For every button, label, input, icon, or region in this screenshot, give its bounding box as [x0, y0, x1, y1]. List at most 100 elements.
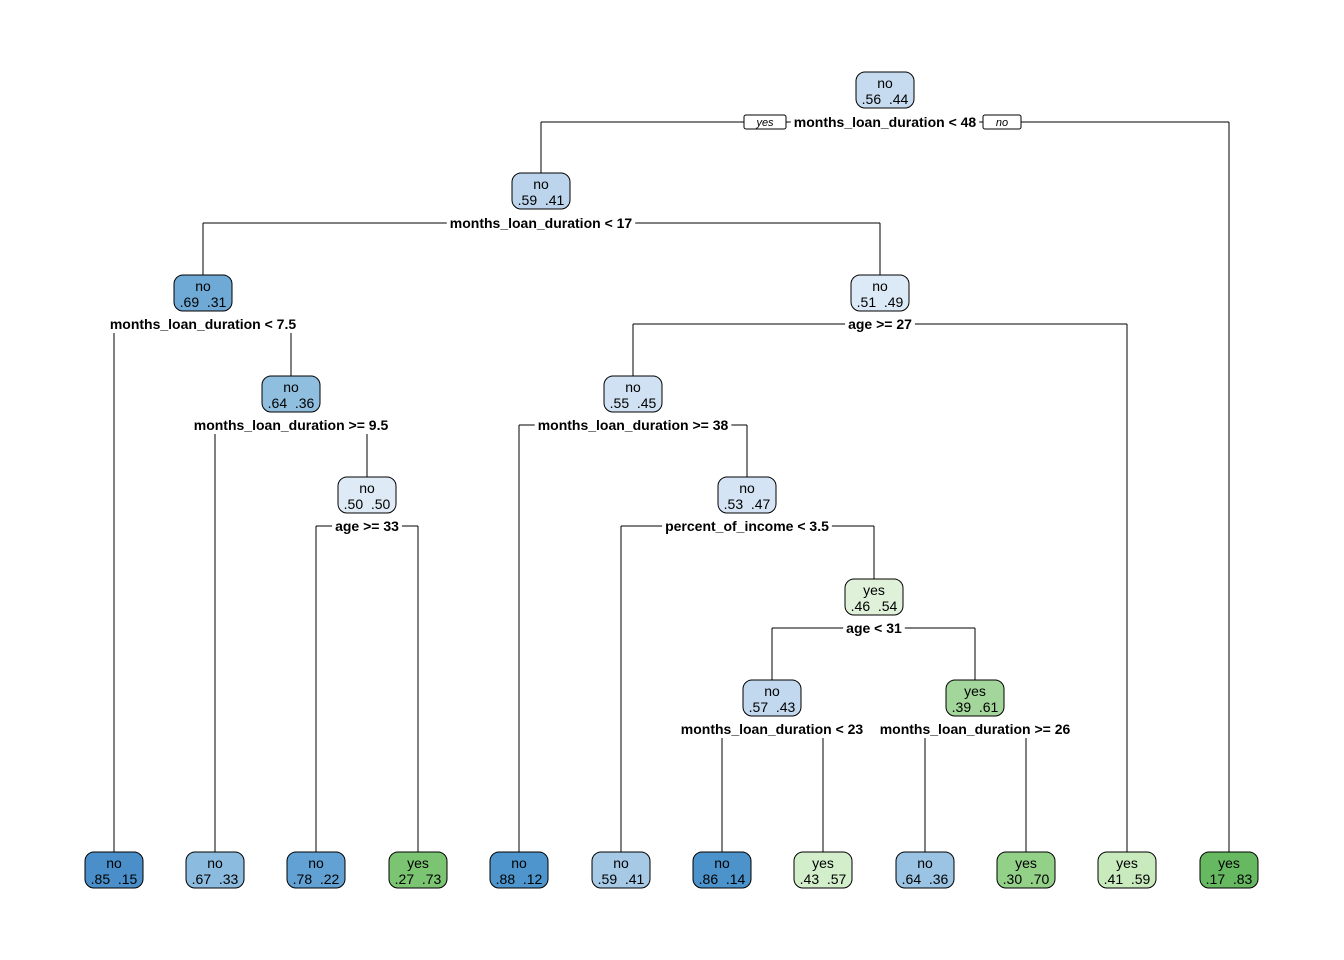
node-class-label: no: [106, 855, 122, 871]
node-class-label: yes: [1218, 855, 1240, 871]
leaf-node-l174: no.64 .36: [895, 851, 955, 889]
node-box: [388, 851, 448, 889]
edge-tag-right-box: [982, 114, 1022, 130]
node-probabilities: .59 .41: [518, 192, 565, 208]
tree-node-n9: no.64 .36: [261, 375, 321, 413]
leaf-node-l39: yes.27 .73: [388, 851, 448, 889]
node-class-label: no: [359, 480, 375, 496]
root-edge-tags: yes no: [743, 114, 1022, 130]
node-box: [261, 375, 321, 413]
node-probabilities: .51 .49: [857, 294, 904, 310]
node-box: [945, 679, 1005, 717]
node-class-label: no: [877, 75, 893, 91]
node-box: [1199, 851, 1259, 889]
split-label-s5: age >= 27: [848, 316, 912, 332]
tree-node-n21: no.53 .47: [717, 476, 777, 514]
node-box: [844, 578, 904, 616]
node-box: [286, 851, 346, 889]
node-probabilities: .86 .14: [699, 871, 746, 887]
node-class-label: no: [714, 855, 730, 871]
node-class-label: yes: [964, 683, 986, 699]
leaf-node-l3: yes.17 .83: [1199, 851, 1259, 889]
edge-tag-left: yes: [755, 117, 774, 129]
node-box: [850, 274, 910, 312]
node-box: [173, 274, 233, 312]
tree-node-n2: no.59 .41: [511, 172, 571, 210]
node-box: [84, 851, 144, 889]
leaf-node-l8: no.85 .15: [84, 851, 144, 889]
node-probabilities: .69 .31: [180, 294, 227, 310]
tree-node-n10: no.55 .45: [603, 375, 663, 413]
node-class-label: no: [613, 855, 629, 871]
node-probabilities: .85 .15: [91, 871, 138, 887]
node-class-label: no: [764, 683, 780, 699]
split-label-s2: months_loan_duration < 17: [450, 215, 633, 231]
node-probabilities: .57 .43: [749, 699, 796, 715]
node-probabilities: .41 .59: [1104, 871, 1151, 887]
node-probabilities: .88 .12: [496, 871, 543, 887]
node-probabilities: .56 .44: [862, 91, 909, 107]
split-label-s21: percent_of_income < 3.5: [665, 518, 829, 534]
tree-node-n86: no.57 .43: [742, 679, 802, 717]
tree-node-n1: no.56 .44: [855, 71, 915, 109]
node-probabilities: .39 .61: [952, 699, 999, 715]
node-probabilities: .64 .36: [268, 395, 315, 411]
node-box: [793, 851, 853, 889]
node-probabilities: .50 .50: [344, 496, 391, 512]
node-box: [742, 679, 802, 717]
node-class-label: no: [872, 278, 888, 294]
node-box: [895, 851, 955, 889]
node-probabilities: .17 .83: [1206, 871, 1253, 887]
split-label-s19: age >= 33: [335, 518, 399, 534]
node-class-label: yes: [407, 855, 429, 871]
node-class-label: no: [739, 480, 755, 496]
node-box: [511, 172, 571, 210]
tree-node-n4: no.69 .31: [173, 274, 233, 312]
tree-node-n43: yes.46 .54: [844, 578, 904, 616]
split-label-s10: months_loan_duration >= 38: [538, 417, 729, 433]
tree-node-n5: no.51 .49: [850, 274, 910, 312]
node-class-label: no: [207, 855, 223, 871]
node-class-label: yes: [812, 855, 834, 871]
node-box: [337, 476, 397, 514]
split-labels: months_loan_duration < 48 months_loan_dur…: [110, 114, 1071, 737]
node-box: [717, 476, 777, 514]
node-probabilities: .55 .45: [610, 395, 657, 411]
leaf-node-l18: no.67 .33: [185, 851, 245, 889]
leaf-node-l11: yes.41 .59: [1097, 851, 1157, 889]
node-class-label: no: [308, 855, 324, 871]
node-probabilities: .43 .57: [800, 871, 847, 887]
edge-tag-right: no: [996, 117, 1008, 129]
node-probabilities: .53 .47: [724, 496, 771, 512]
node-class-label: no: [283, 379, 299, 395]
split-label-s4: months_loan_duration < 7.5: [110, 316, 297, 332]
node-box: [489, 851, 549, 889]
node-probabilities: .64 .36: [902, 871, 949, 887]
node-class-label: no: [917, 855, 933, 871]
node-box: [185, 851, 245, 889]
split-label-s1: months_loan_duration < 48: [794, 114, 977, 130]
leaf-node-l173: yes.43 .57: [793, 851, 853, 889]
node-probabilities: .46 .54: [851, 598, 898, 614]
split-label-s87: months_loan_duration >= 26: [880, 721, 1071, 737]
tree-node-n19: no.50 .50: [337, 476, 397, 514]
split-label-s86: months_loan_duration < 23: [681, 721, 864, 737]
leaf-node-l42: no.59 .41: [591, 851, 651, 889]
node-class-label: no: [625, 379, 641, 395]
node-box: [996, 851, 1056, 889]
node-box: [692, 851, 752, 889]
leaf-node-l38: no.78 .22: [286, 851, 346, 889]
node-class-label: yes: [1015, 855, 1037, 871]
node-probabilities: .27 .73: [395, 871, 442, 887]
node-box: [591, 851, 651, 889]
node-probabilities: .78 .22: [293, 871, 340, 887]
node-class-label: yes: [863, 582, 885, 598]
node-class-label: no: [511, 855, 527, 871]
split-label-s9: months_loan_duration >= 9.5: [194, 417, 389, 433]
node-probabilities: .67 .33: [192, 871, 239, 887]
leaf-node-l20: no.88 .12: [489, 851, 549, 889]
leaf-node-l172: no.86 .14: [692, 851, 752, 889]
split-label-s43: age < 31: [846, 620, 902, 636]
